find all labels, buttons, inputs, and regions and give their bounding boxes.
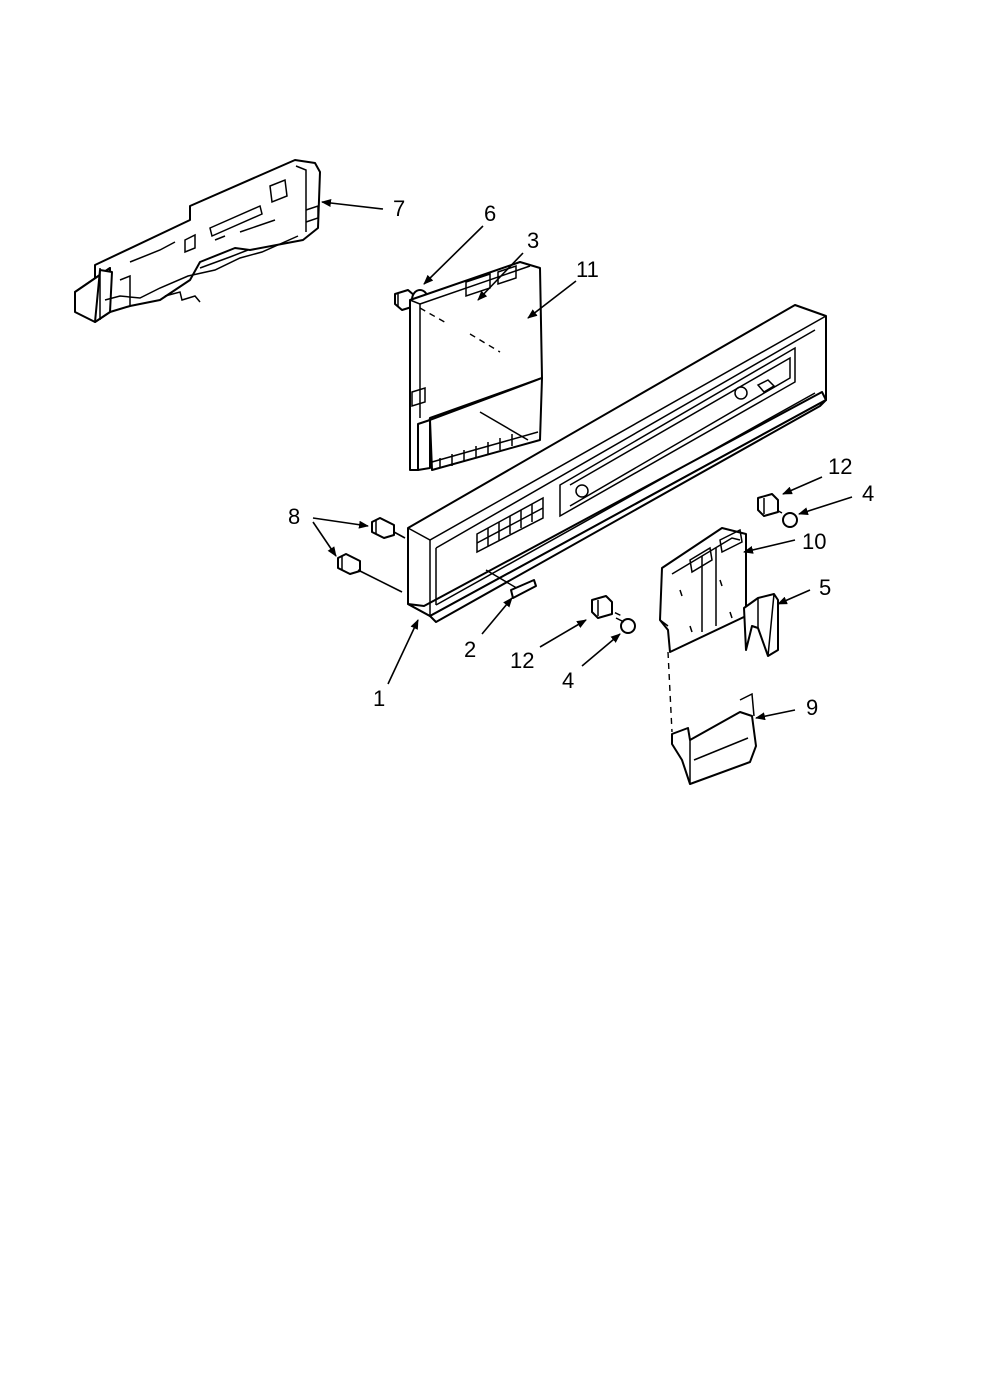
callout-7: 7 — [393, 196, 405, 221]
assembly-line-10-9 — [667, 651, 673, 733]
leader-9 — [755, 709, 796, 721]
part-12-block-upper — [757, 493, 779, 517]
callout-10: 10 — [802, 529, 826, 554]
callout-5: 5 — [819, 575, 831, 600]
callout-6: 6 — [484, 201, 496, 226]
part-5-hinge — [743, 593, 779, 657]
callout-9: 9 — [806, 695, 818, 720]
callout-12-lower: 12 — [510, 648, 534, 673]
callout-8: 8 — [288, 504, 300, 529]
part-9-lower-bracket — [671, 692, 757, 785]
callout-12-upper: 12 — [828, 454, 852, 479]
leader-8b — [312, 521, 337, 557]
callout-11: 11 — [576, 257, 599, 282]
part-4-screw-upper — [782, 512, 798, 528]
assembly-line-6-3 — [419, 307, 449, 325]
part-10-bracket — [659, 527, 747, 653]
part-11-control-board — [409, 261, 543, 471]
leader-7 — [321, 199, 384, 210]
callout-2: 2 — [464, 637, 476, 662]
part-4-screw-lower — [615, 617, 636, 634]
leader-4-lower — [581, 633, 621, 667]
leader-10 — [743, 539, 796, 554]
leader-12-upper — [782, 476, 823, 495]
part-2-lens — [510, 579, 537, 599]
assembly-line-3-11 — [469, 333, 501, 353]
leader-1 — [387, 619, 419, 685]
callout-3: 3 — [527, 228, 539, 253]
leader-12-lower — [539, 619, 587, 648]
leader-8a — [312, 517, 369, 529]
leader-3 — [477, 252, 524, 301]
leader-2 — [481, 597, 513, 635]
leader-11 — [527, 280, 577, 319]
part-1-console-panel — [407, 304, 827, 623]
leader-8-screw-to-panel — [357, 569, 403, 593]
part-7-console-bracket — [74, 159, 321, 323]
leader-5 — [777, 589, 811, 605]
callout-4-lower: 4 — [562, 668, 574, 693]
callout-4-upper: 4 — [862, 481, 874, 506]
leader-4-upper — [798, 496, 853, 516]
leader-8-screw-to-panel-2 — [393, 531, 406, 539]
callout-1: 1 — [373, 686, 385, 711]
leader-6 — [423, 225, 484, 285]
part-12-block-lower — [591, 595, 613, 619]
